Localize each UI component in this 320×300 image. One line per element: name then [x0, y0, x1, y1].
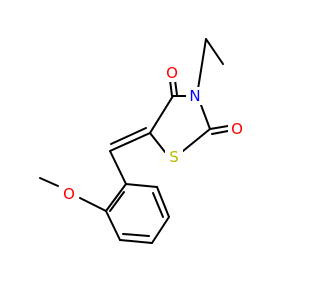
bond-ar-inner-1	[109, 191, 125, 212]
bond-o-ch3	[39, 177, 59, 187]
bond-c5-c4	[149, 95, 174, 134]
atom-o-top: O	[166, 64, 178, 82]
bond-c4-o-a	[169, 79, 173, 97]
atom-n-ring: N	[189, 87, 200, 105]
bond-ar6-ar1	[125, 183, 158, 188]
bond-ar-inner-2	[122, 233, 150, 237]
structure-svg: O N O S O	[39, 38, 243, 244]
bond-c2-o-a	[209, 125, 229, 130]
bond-n-ethyl	[197, 38, 207, 90]
bond-n-c2	[200, 104, 211, 130]
bond-ch-ring	[109, 150, 127, 185]
bond-ethyl-ch3	[205, 38, 224, 65]
bond-c4-o-b	[174, 79, 178, 96]
molecule-diagram: O N O S O	[39, 38, 243, 244]
bond-c2-s	[182, 128, 211, 152]
atom-o-methoxy: O	[63, 185, 75, 203]
bond-ar5-ar6	[156, 186, 170, 218]
bond-c5-ch-a	[109, 132, 151, 152]
atom-s-ring: S	[169, 148, 179, 166]
bond-ar3-ar4	[119, 239, 153, 244]
bond-c2-o-b	[211, 130, 229, 135]
bond-ar4-ar5	[151, 216, 170, 244]
bond-s-c5	[149, 132, 166, 153]
bond-ar-inner-3	[152, 192, 164, 218]
bond-ar1-ar2	[105, 183, 127, 212]
bond-ar2-ar3	[105, 210, 121, 241]
bond-c5-ch-b	[110, 127, 147, 145]
atom-o-right: O	[231, 120, 243, 138]
bond-ar-o	[79, 197, 107, 212]
